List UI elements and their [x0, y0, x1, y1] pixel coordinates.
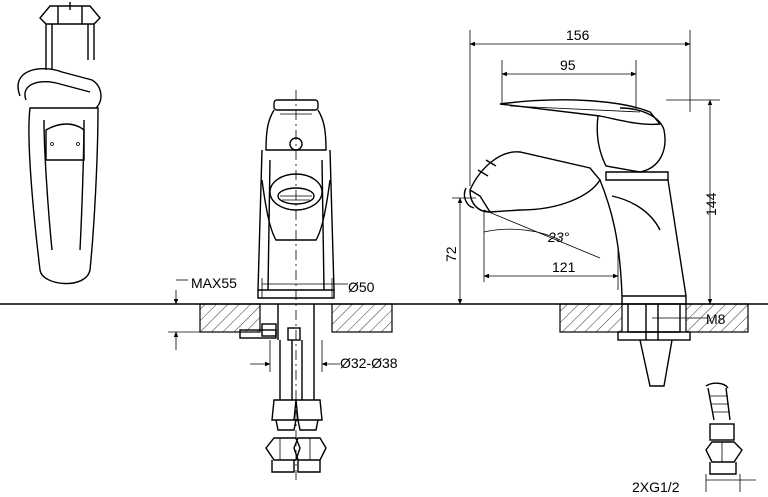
dim-h144-label: 144: [703, 192, 719, 216]
dim-h72: 72: [443, 197, 476, 305]
dim-d32-38-label: Ø32-Ø38: [340, 355, 398, 371]
dim-w156: 156: [469, 27, 691, 186]
dim-w95: 95: [501, 57, 637, 110]
dim-max55: MAX55: [168, 275, 237, 350]
dim-d32-38: Ø32-Ø38: [250, 340, 398, 372]
dim-d50: Ø50: [261, 278, 375, 298]
dim-w121-label: 121: [552, 259, 576, 275]
dim-w156-label: 156: [566, 27, 590, 43]
side-view-left: [17, 2, 102, 285]
dim-w121: 121: [483, 250, 619, 290]
dim-h72-label: 72: [443, 246, 459, 262]
dim-d50-label: Ø50: [348, 279, 375, 295]
dim-thread-label: 2XG1/2: [632, 479, 680, 495]
front-view-middle: [199, 90, 393, 480]
dim-angle23-label: 23°: [547, 229, 570, 245]
dim-angle23: 23°: [483, 209, 601, 282]
dim-h144: 144: [666, 99, 720, 305]
hose-detail: 2XG1/2: [632, 382, 756, 495]
side-view-right: M8: [463, 99, 749, 387]
dim-m8-label: M8: [706, 311, 726, 327]
dim-w95-label: 95: [560, 57, 576, 73]
dim-max55-label: MAX55: [191, 275, 237, 291]
